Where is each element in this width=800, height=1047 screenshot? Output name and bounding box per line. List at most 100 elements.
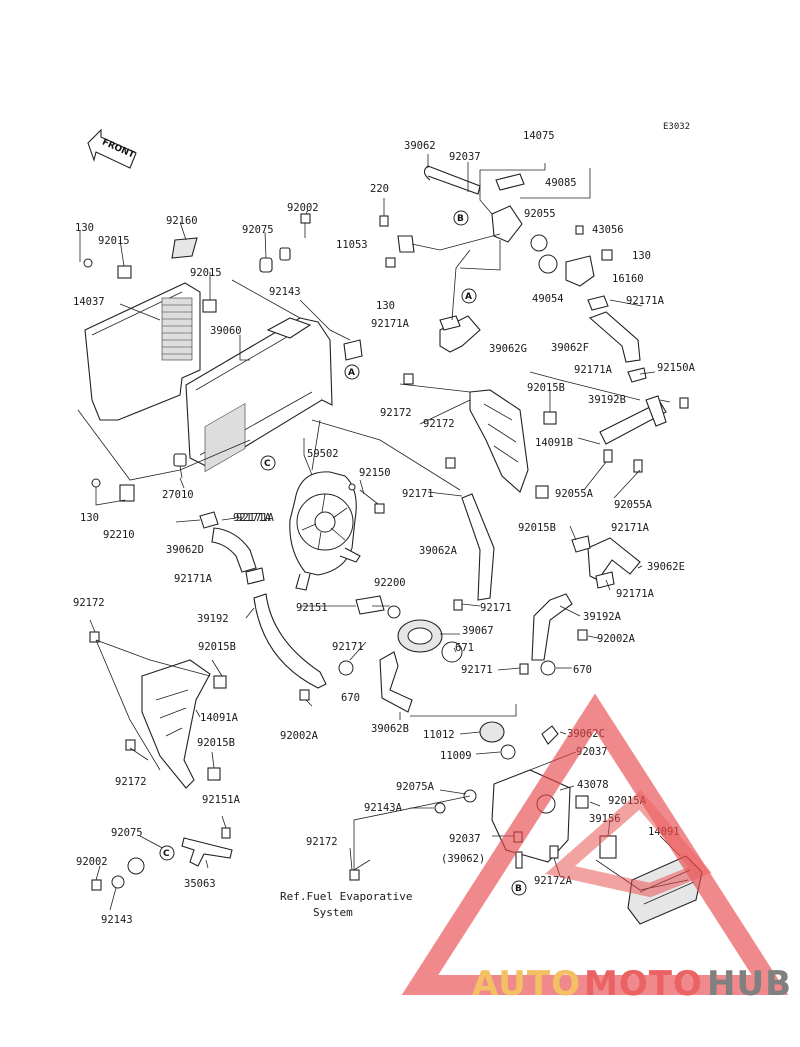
collar-92143: [279, 247, 291, 261]
clamp-92171A-rad: [343, 339, 363, 361]
clip-92210: [119, 484, 135, 502]
part-label: 92143: [269, 286, 301, 298]
leader-lines: [77, 154, 689, 911]
bolt-92150A: [679, 397, 689, 409]
part-label: 92075: [111, 827, 143, 839]
part-label: 92172: [423, 418, 455, 430]
part-label: 92150A: [657, 362, 696, 374]
clamp-92171A-d: [199, 511, 219, 529]
nut-92015B-b: [207, 767, 221, 781]
part-label: 220: [370, 183, 389, 195]
cooling-fan: [289, 471, 361, 591]
part-label: 92055A: [614, 499, 653, 511]
part-label: 92055A: [555, 488, 594, 500]
bolt-130-right: [601, 249, 613, 261]
part-label: 671: [455, 642, 474, 654]
pipe-39192: [253, 593, 327, 689]
part-label: 11053: [336, 239, 368, 251]
part-label: 35063: [184, 878, 216, 890]
part-label: 92171: [480, 602, 512, 614]
bolt-92002A-right: [577, 629, 588, 641]
part-label: 92002A: [280, 730, 319, 742]
callout-C-radiator: C: [264, 459, 271, 469]
part-label: 39062: [404, 140, 436, 152]
part-label: 92160: [166, 215, 198, 227]
washer-670-left: [338, 660, 354, 676]
guard-14091A: [141, 659, 211, 789]
washer-92200: [387, 605, 401, 619]
part-label: (39062): [441, 853, 485, 865]
clamp-92171A-e: [245, 567, 265, 585]
part-label: 92171: [402, 488, 434, 500]
callout-circles: A A B B C C: [159, 210, 527, 896]
cover-16160: [565, 255, 595, 287]
part-label: 39067: [462, 625, 494, 637]
logo-auto: AUTO: [472, 964, 581, 1004]
coolant-pipe-39192B: [599, 395, 667, 473]
part-label: 92002A: [597, 633, 636, 645]
clamp-92171A-right: [627, 367, 647, 383]
callout-C-bracket: C: [163, 849, 170, 859]
sensor-27010: [173, 453, 187, 467]
nut-92015A: [575, 795, 589, 809]
collar-92143-lower: [111, 875, 125, 889]
diagram-code: E3032: [663, 122, 690, 132]
bolt-92150: [374, 503, 385, 514]
part-label: 92171A: [174, 573, 213, 585]
bolt-92002-lower: [91, 879, 102, 891]
part-label: 92002: [287, 202, 319, 214]
hose-39062: [423, 165, 481, 195]
part-label: 92172: [306, 836, 338, 848]
logo-moto: MOTO: [584, 964, 703, 1004]
part-label: 92002: [76, 856, 108, 868]
part-label: 39062G: [489, 343, 527, 355]
part-label: 92172: [380, 407, 412, 419]
part-label: 92171: [461, 664, 493, 676]
callout-A-right: A: [465, 292, 472, 302]
sensor-92151: [355, 595, 385, 615]
clamp-92171A-left: [439, 315, 461, 331]
bolt-92002: [300, 213, 311, 224]
bolt-92150-small: [348, 483, 356, 491]
thermostat-49054: [538, 254, 558, 274]
cap-11009: [500, 744, 516, 760]
part-labels: 39062 92037 14075 49085 220 92055 43056 …: [73, 130, 696, 926]
part-label: 92171A: [611, 522, 650, 534]
part-label: 49054: [532, 293, 564, 305]
bolt-92172-lower: [445, 457, 456, 469]
bolt-92002A-left: [299, 689, 310, 701]
ref-note-line2: System: [313, 906, 353, 919]
part-label: 92075A: [396, 781, 435, 793]
part-label: 39062A: [419, 545, 458, 557]
bolt-130-lower: [91, 478, 101, 488]
part-label: 14091B: [535, 437, 573, 449]
part-label: 39192B: [588, 394, 626, 406]
part-label: 92172: [73, 597, 105, 609]
part-label: 130: [80, 512, 99, 524]
part-label: 92171A: [574, 364, 613, 376]
part-label: 39062B: [371, 723, 409, 735]
cap-49085: [495, 173, 525, 191]
part-label: 92150: [359, 467, 391, 479]
part-label: 92200: [374, 577, 406, 589]
part-label: 92171A: [233, 512, 272, 524]
part-label: 39062E: [647, 561, 685, 573]
part-label: 11012: [423, 729, 455, 741]
part-label: 14037: [73, 296, 105, 308]
hose-39062-small: [515, 851, 523, 869]
part-label: 92171A: [371, 318, 410, 330]
bracket-35063: [181, 837, 233, 867]
nut-92015-top: [202, 299, 217, 313]
part-label: 92075: [242, 224, 274, 236]
cap-11012: [479, 721, 505, 743]
automotohub-logo: AUTO MOTO HUB: [401, 693, 791, 1004]
part-label: 92015: [98, 235, 130, 247]
nut-92015-left: [117, 265, 132, 279]
part-label: 92210: [103, 529, 135, 541]
bolt-130-left: [83, 258, 93, 268]
nut-92015B-lower: [535, 485, 549, 499]
part-label: 43056: [592, 224, 624, 236]
part-label: 92015: [190, 267, 222, 279]
clamp-92171A-top: [587, 295, 609, 311]
